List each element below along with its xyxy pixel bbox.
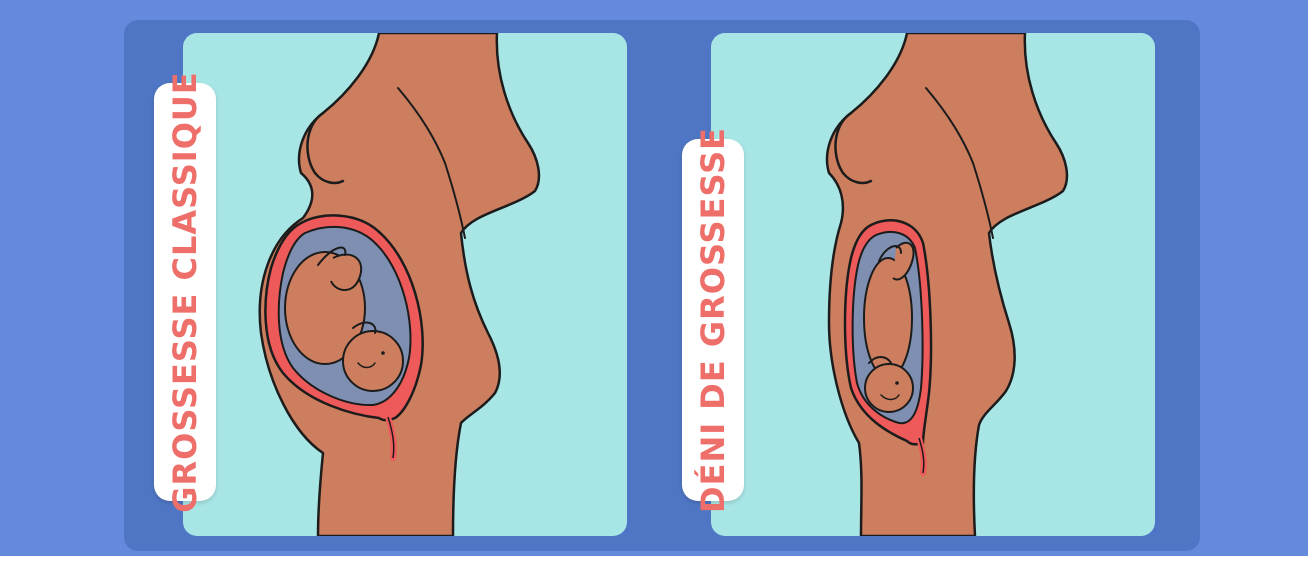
classic-pregnancy-illustration bbox=[183, 33, 627, 536]
label-card-classic-pregnancy: GROSSESSE CLASSIQUE bbox=[154, 83, 216, 501]
label-classic-pregnancy: GROSSESSE CLASSIQUE bbox=[166, 71, 204, 513]
panel-pregnancy-denial bbox=[711, 33, 1155, 536]
label-card-pregnancy-denial: DÉNI DE GROSSESSE bbox=[682, 139, 744, 501]
panel-classic-pregnancy bbox=[183, 33, 627, 536]
pregnancy-denial-illustration bbox=[711, 33, 1155, 536]
label-pregnancy-denial: DÉNI DE GROSSESSE bbox=[694, 127, 732, 513]
